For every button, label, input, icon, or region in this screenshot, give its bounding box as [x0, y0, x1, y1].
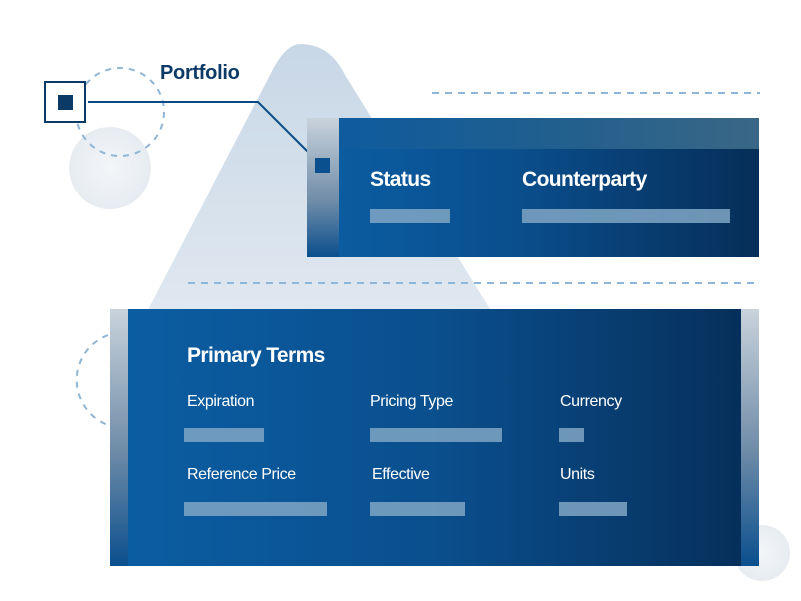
status-card: Status Counterparty	[307, 118, 759, 257]
units-value-placeholder	[559, 502, 627, 516]
units-label: Units	[560, 466, 595, 483]
portfolio-label: Portfolio	[160, 62, 240, 84]
pricing-type-value-placeholder	[370, 428, 502, 442]
status-value-placeholder	[370, 209, 450, 223]
portfolio-node-square	[58, 95, 73, 110]
card-header-strip	[339, 118, 759, 149]
portfolio-node	[44, 81, 86, 123]
counterparty-value-placeholder	[522, 209, 730, 223]
soft-circle-left	[69, 127, 151, 209]
counterparty-label: Counterparty	[522, 168, 647, 191]
card-edge	[307, 118, 339, 257]
effective-label: Effective	[372, 466, 430, 483]
primary-terms-card: Primary Terms Expiration Pricing Type Cu…	[110, 309, 759, 566]
connector-endpoint	[315, 158, 330, 173]
expiration-value-placeholder	[184, 428, 264, 442]
currency-value-placeholder	[559, 428, 584, 442]
dashed-circle	[75, 67, 165, 157]
card-edge-right	[741, 309, 759, 566]
dashed-arc	[75, 334, 109, 426]
status-label: Status	[370, 168, 431, 191]
card-edge-left	[110, 309, 128, 566]
pricing-type-label: Pricing Type	[370, 393, 453, 410]
primary-terms-title: Primary Terms	[187, 344, 325, 367]
reference-price-value-placeholder	[184, 502, 327, 516]
effective-value-placeholder	[370, 502, 465, 516]
connector-line	[88, 101, 319, 163]
currency-label: Currency	[560, 393, 622, 410]
reference-price-label: Reference Price	[187, 466, 296, 483]
expiration-label: Expiration	[187, 393, 255, 410]
